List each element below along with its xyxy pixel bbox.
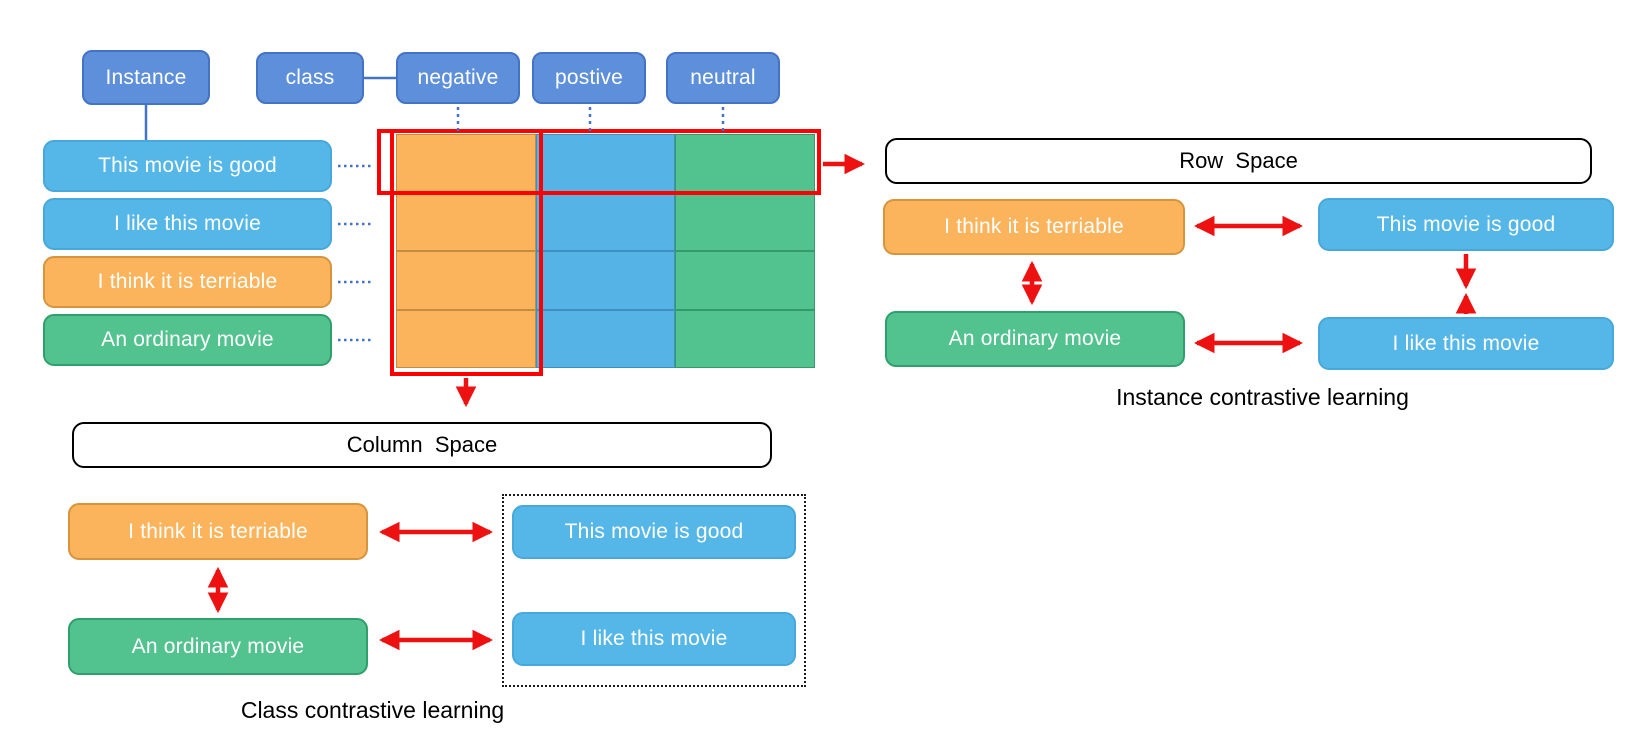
row-space-anchor-box-1: I think it is terriable [883, 199, 1185, 255]
class-contrastive-caption: Class contrastive learning [240, 697, 505, 723]
matrix-cell-r3-negative [396, 251, 536, 310]
column-space-box: Column Space [72, 422, 772, 468]
class-box-postive: postive [532, 52, 646, 104]
matrix-cell-r4-neutral [675, 309, 815, 368]
class-header-label: class [285, 66, 335, 89]
class-box-neutral: neutral [666, 52, 780, 104]
column-space-positive-label-1: This movie is good [564, 520, 744, 543]
instance-label-2: I like this movie [114, 212, 261, 235]
positive-group-dotted-box [502, 494, 806, 687]
matrix-cell-r4-postive [535, 309, 676, 368]
class-label-neutral: neutral [690, 66, 756, 89]
matrix-cell-r3-neutral [675, 251, 815, 310]
matrix-cell-r1-negative [396, 134, 536, 193]
row-space-positive-box-2: I like this movie [1318, 317, 1614, 370]
instance-box-3: I think it is terriable [43, 256, 332, 308]
row-space-positive-box-1: This movie is good [1318, 198, 1614, 251]
instance-label-3: I think it is terriable [97, 270, 278, 293]
instance-box-4: An ordinary movie [43, 314, 332, 366]
highlighted-row-frame [377, 129, 821, 195]
column-space-title: Column Space [346, 432, 498, 457]
matrix-cell-r2-negative [396, 192, 536, 251]
class-header-box: class [256, 52, 364, 104]
class-label-negative: negative [417, 66, 499, 89]
matrix-cell-r4-negative [396, 309, 536, 368]
row-space-anchor-label-2: An ordinary movie [948, 327, 1122, 350]
instance-box-1: This movie is good [43, 140, 332, 192]
column-space-positive-label-2: I like this movie [580, 627, 728, 650]
column-space-anchor-label-1: I think it is terriable [128, 519, 308, 543]
instance-box-2: I like this movie [43, 198, 332, 250]
instance-contrastive-caption: Instance contrastive learning [1116, 384, 1409, 410]
matrix-cell-r1-postive [535, 134, 676, 193]
column-space-anchor-box-1: I think it is terriable [68, 503, 368, 560]
class-label-postive: postive [555, 66, 623, 89]
row-space-positive-label-2: I like this movie [1392, 331, 1540, 355]
highlighted-column-frame [390, 129, 543, 376]
column-space-anchor-label-2: An ordinary movie [131, 634, 305, 658]
column-space-anchor-box-2: An ordinary movie [68, 618, 368, 675]
matrix-cell-r3-postive [535, 251, 676, 310]
row-space-title: Row Space [1179, 148, 1298, 173]
column-space-positive-box-2: I like this movie [512, 612, 796, 666]
row-space-anchor-box-2: An ordinary movie [885, 311, 1185, 367]
row-space-anchor-label-1: I think it is terriable [944, 215, 1124, 238]
matrix-cell-r2-neutral [675, 192, 815, 251]
row-space-box: Row Space [885, 138, 1592, 184]
matrix-cell-r2-postive [535, 192, 676, 251]
row-space-positive-label-1: This movie is good [1376, 212, 1556, 236]
instance-header-box: Instance [82, 50, 210, 105]
instance-label-4: An ordinary movie [101, 328, 274, 351]
instance-header-label: Instance [105, 65, 187, 89]
instance-label-1: This movie is good [98, 154, 277, 177]
column-space-positive-box-1: This movie is good [512, 505, 796, 559]
class-box-negative: negative [396, 52, 520, 104]
